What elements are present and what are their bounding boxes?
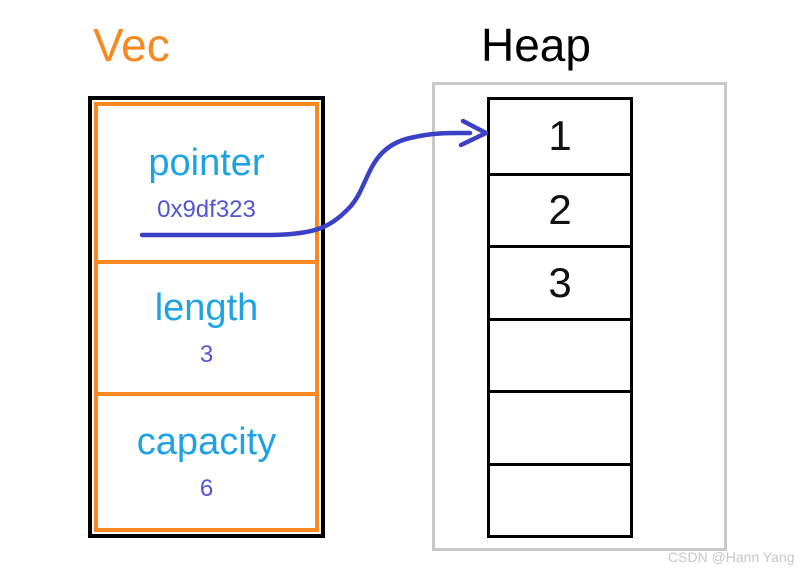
heap-title: Heap (481, 19, 591, 71)
capacity-value: 6 (199, 474, 214, 502)
heap-region-box (432, 82, 727, 551)
length-label: length (154, 286, 259, 329)
heap-cell: 2 (490, 172, 630, 246)
pointer-value: 0x9df323 (157, 195, 256, 223)
vec-struct-box: pointer 0x9df323 length 3 capacity 6 (88, 96, 325, 538)
capacity-label: capacity (136, 420, 277, 463)
length-value: 3 (199, 340, 214, 368)
heap-cell (490, 462, 630, 536)
vec-field-capacity: capacity 6 (98, 391, 315, 528)
heap-cell: 1 (548, 112, 572, 160)
vec-struct-inner: pointer 0x9df323 length 3 capacity 6 (94, 102, 319, 532)
heap-cells: 1 2 3 (487, 97, 633, 538)
watermark: CSDN @Hann Yang (668, 549, 795, 565)
vec-title: Vec (93, 19, 170, 71)
heap-cell: 3 (490, 245, 630, 318)
heap-cell (490, 317, 630, 391)
vec-field-length: length 3 (98, 259, 315, 392)
pointer-label: pointer (148, 141, 265, 184)
vec-field-pointer: pointer 0x9df323 (98, 106, 315, 260)
heap-cell (490, 390, 630, 463)
